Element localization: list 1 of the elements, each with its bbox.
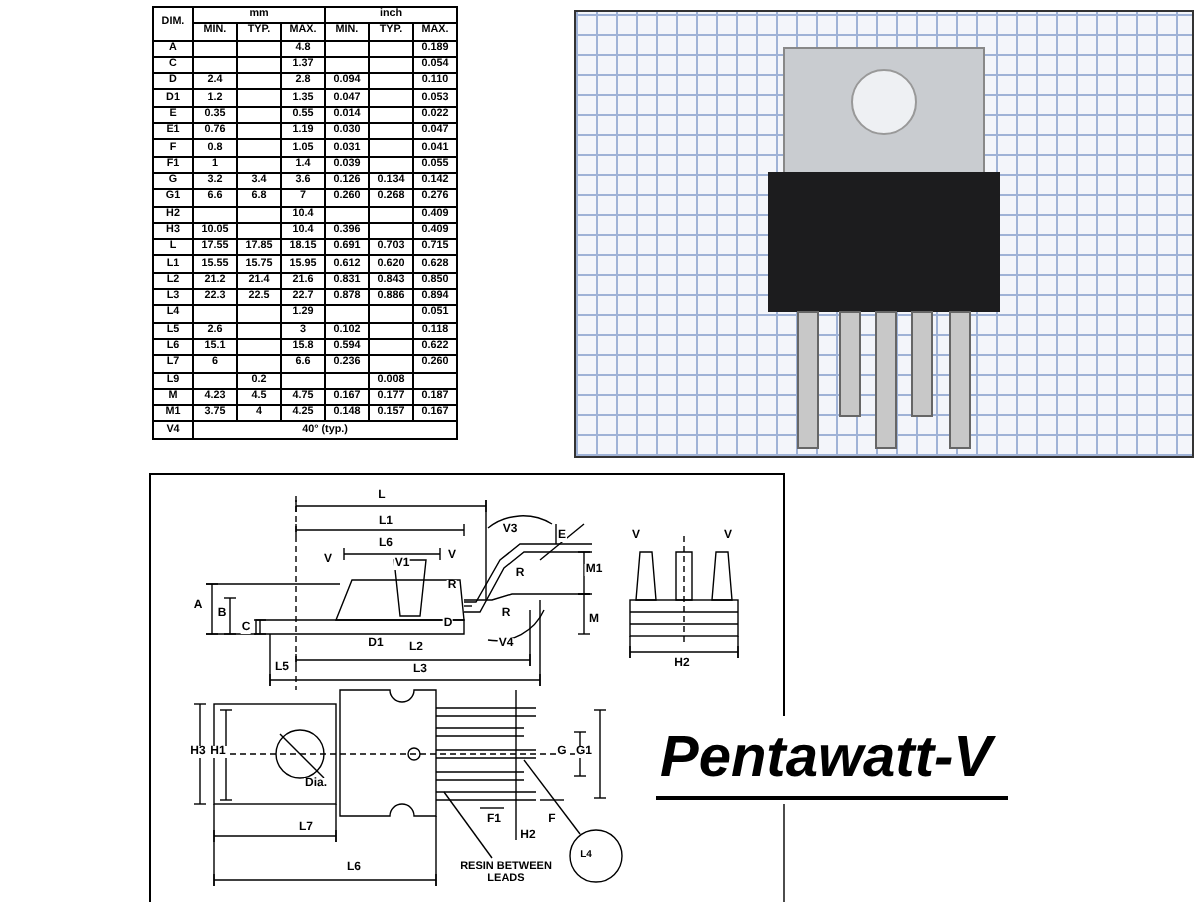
package-title: Pentawatt-V [656, 728, 1008, 800]
